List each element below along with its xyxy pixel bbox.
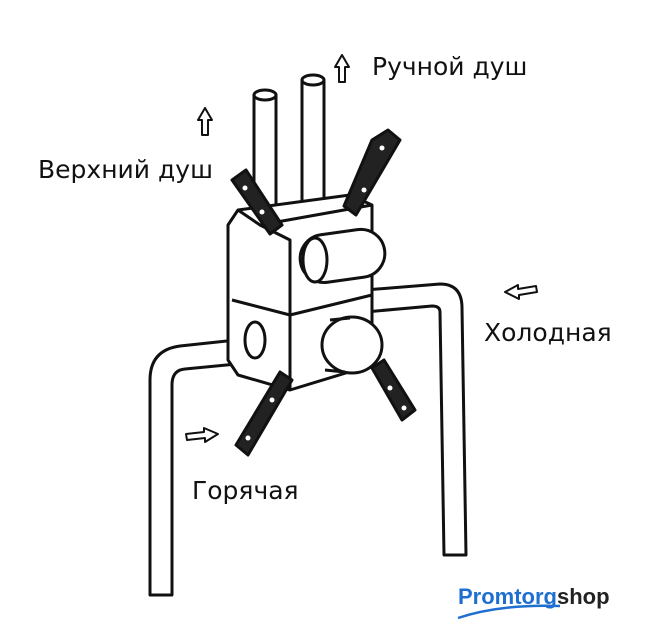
arrow-up-hand-shower-icon	[334, 54, 350, 83]
arrow-right-hot-icon	[185, 427, 219, 443]
cold-pipe	[363, 282, 468, 557]
logo-part2: shop	[557, 584, 610, 609]
label-top-shower: Верхний душ	[38, 155, 213, 184]
logo-part1: Promtorg	[458, 584, 557, 609]
arrow-up-top-shower-icon	[197, 107, 213, 136]
arrow-left-cold-icon	[504, 284, 538, 300]
hot-pipe	[148, 336, 260, 597]
mounting-brackets	[230, 128, 417, 457]
label-cold: Холодная	[484, 318, 612, 347]
promtorgshop-logo: Promtorgshop	[458, 584, 610, 610]
label-hot: Горячая	[192, 476, 299, 505]
label-hand-shower: Ручной душ	[372, 52, 528, 81]
hand-shower-pipe	[300, 78, 326, 212]
lower-knob	[320, 315, 384, 375]
logo-swoosh	[457, 604, 561, 620]
